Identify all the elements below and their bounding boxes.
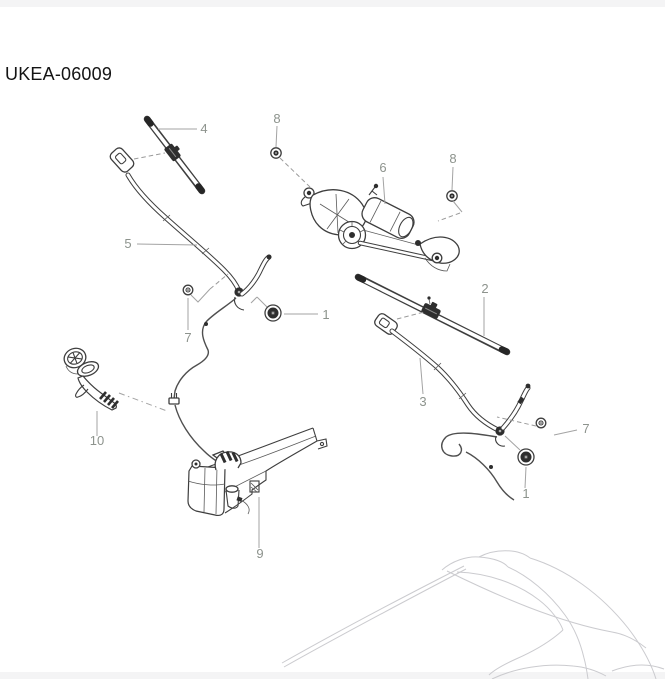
callout-6: 6 bbox=[379, 160, 386, 175]
callout-labels: 4 8 6 8 5 2 7 1 3 10 7 1 9 bbox=[90, 111, 590, 561]
callout-1-right: 1 bbox=[522, 486, 529, 501]
cap-7-left bbox=[182, 284, 194, 296]
grommet-1-left bbox=[250, 296, 282, 322]
callout-3: 3 bbox=[419, 394, 426, 409]
wiper-blade-2 bbox=[354, 273, 511, 356]
top-border-bar bbox=[0, 0, 665, 7]
bottom-border-bar bbox=[0, 672, 665, 679]
grommet-1-right bbox=[504, 435, 535, 466]
nut-8-left bbox=[270, 147, 282, 159]
callout-10: 10 bbox=[90, 433, 104, 448]
callout-9: 9 bbox=[256, 546, 263, 561]
callout-4: 4 bbox=[200, 121, 207, 136]
wiper-arm-3 bbox=[374, 313, 531, 501]
nut-8-right bbox=[446, 190, 458, 202]
page-title: UKEA-06009 bbox=[5, 64, 113, 84]
callout-7-left: 7 bbox=[184, 330, 191, 345]
wiper-motor-linkage-6 bbox=[300, 183, 460, 272]
wiper-blade-4 bbox=[143, 115, 206, 195]
washer-hose-left bbox=[168, 297, 237, 466]
cap-7-right bbox=[535, 417, 547, 429]
car-body-outline bbox=[281, 550, 665, 679]
callout-8-left: 8 bbox=[273, 111, 280, 126]
callout-8-right: 8 bbox=[449, 151, 456, 166]
callout-5: 5 bbox=[124, 236, 131, 251]
callout-2: 2 bbox=[481, 281, 488, 296]
callout-1-left: 1 bbox=[322, 307, 329, 322]
leader-lines bbox=[96, 125, 578, 548]
washer-filler-neck-10 bbox=[63, 347, 119, 411]
washer-reservoir-9 bbox=[187, 427, 328, 516]
callout-7-right: 7 bbox=[582, 421, 589, 436]
